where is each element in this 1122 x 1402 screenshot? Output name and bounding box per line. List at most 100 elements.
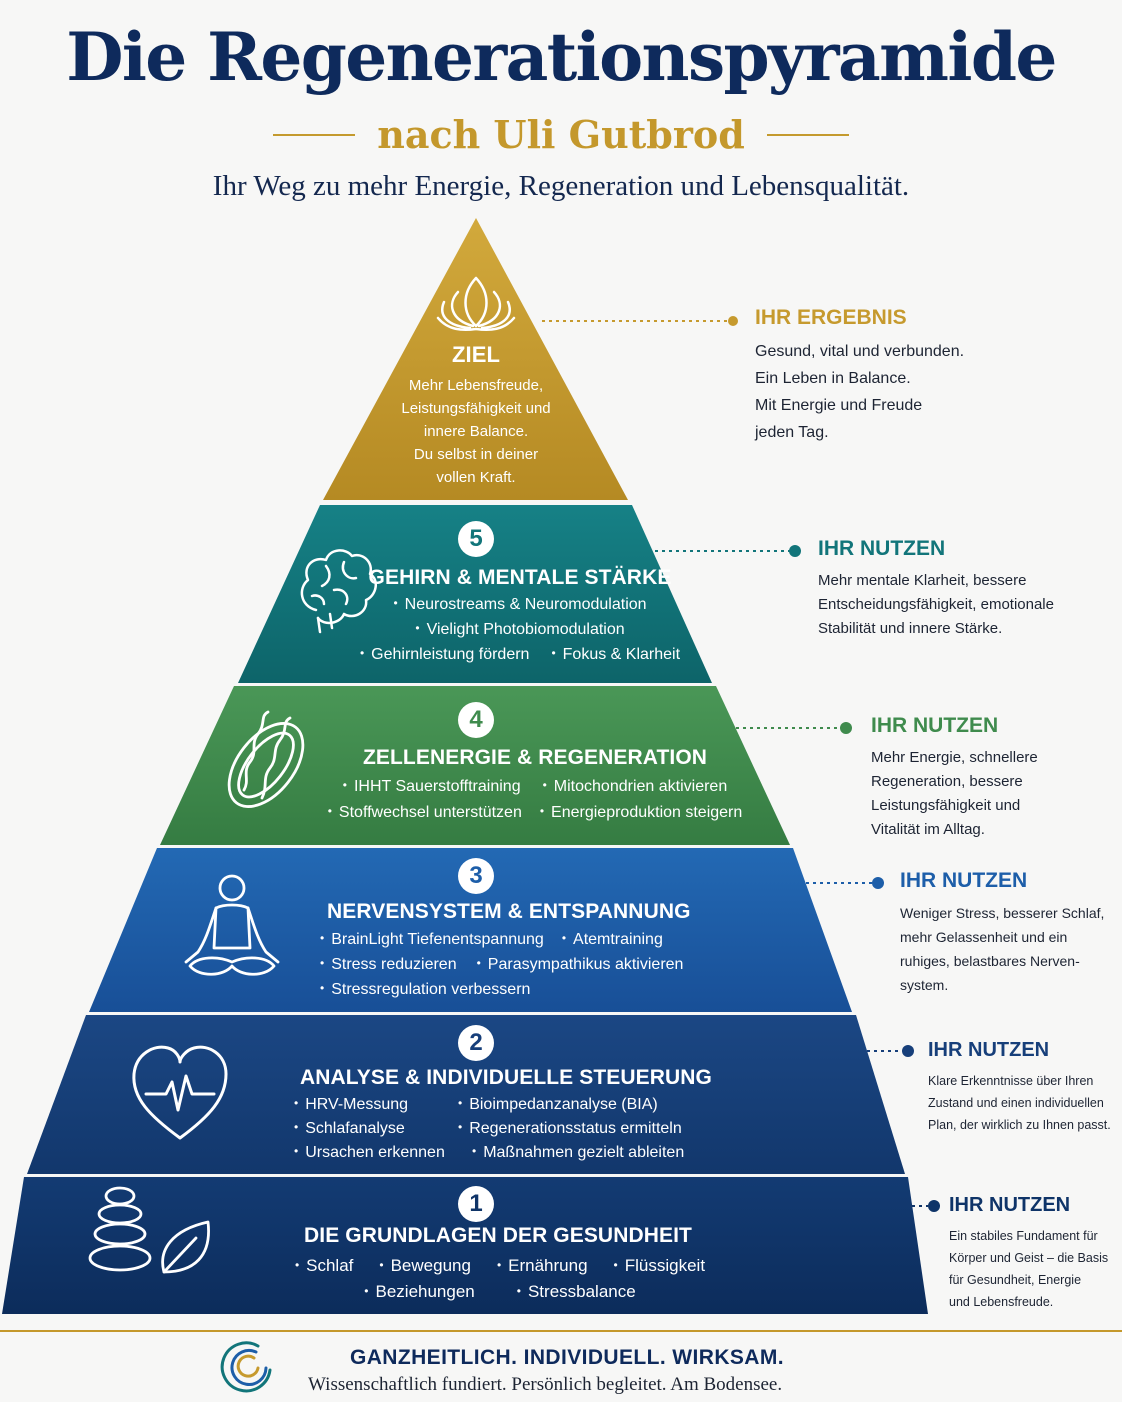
connector-tier-2 [867,1045,914,1057]
tier-3-bullet-row: Stress reduzieren Parasympathikus aktivi… [300,956,700,981]
tier-2-bullet: Ursachen erkennen [294,1144,472,1168]
subtitle: nach Uli Gutbrod [377,112,745,157]
side-benefit-1-line: Ein stabiles Fundament für [949,1229,1098,1243]
side-benefit-3-line: Weniger Stress, besserer Schlaf, [900,905,1105,921]
tier-1-number: 1 [458,1186,494,1222]
mitochondrion-icon [227,710,305,808]
tier-2-bullet: HRV-Messung [294,1096,458,1120]
connector-tier-5 [655,545,801,557]
tier-5-bullet: Gehirnleistung fördern [360,646,529,671]
tier-5-number: 5 [458,521,494,557]
tier-goal-line: vollen Kraft. [436,469,516,486]
circle-logo-icon [220,1341,272,1393]
side-benefit-1-line: und Lebensfreude. [949,1295,1054,1309]
tier-2-bullet: Maßnahmen gezielt ableiten [472,1144,684,1168]
tier-5-bullet: Fokus & Klarheit [551,646,680,671]
side-benefit-2-line: Plan, der wirklich zu Ihnen passt. [928,1118,1111,1132]
side-benefit-3-title: IHR NUTZEN [900,869,1028,892]
tier-4-bullet-row: IHHT Sauerstofftraining Mitochondrien ak… [300,778,770,804]
side-benefit-4-line: Mehr Energie, schnellere [871,749,1038,766]
tier-5-bullet-row: Neurostreams & Neuromodulation [340,596,700,621]
side-benefit-1-line: Körper und Geist – die Basis [949,1251,1109,1265]
side-benefit-1-line: für Gesundheit, Energie [949,1273,1082,1287]
heart-pulse-icon [132,1045,228,1140]
side-benefit-4-title: IHR NUTZEN [871,714,999,737]
side-benefit-4-line: Regeneration, bessere [871,773,1023,790]
side-result-title: IHR ERGEBNIS [755,306,907,329]
side-benefit-4: IHR NUTZEN Mehr Energie, schnellere Rege… [871,714,1038,842]
side-benefit-5: IHR NUTZEN Mehr mentale Klarheit, besser… [818,537,1054,641]
footer-subline: Wissenschaftlich fundiert. Persönlich be… [308,1374,783,1395]
tier-5: GEHIRN & MENTALE STÄRKE Neurostreams & N… [340,566,700,671]
tier-goal-line: innere Balance. [423,423,529,440]
connector-tier-3 [806,877,884,889]
tier-1-bullet-row: Schlaf Bewegung Ernährung Flüssigkeit [260,1256,740,1282]
tier-4-name: ZELLENERGIE & REGENERATION [362,746,708,769]
side-benefit-5-line: Stabilität und innere Stärke. [818,620,1003,637]
tier-goal: ZIEL Mehr Lebensfreude, Leistungsfähigke… [376,342,576,489]
side-benefit-2-line: Zustand und einen individuellen [928,1096,1104,1110]
side-result-line: jeden Tag. [755,424,829,441]
side-benefit-5-title: IHR NUTZEN [818,537,946,560]
tier-1-bullet: Bewegung [379,1256,471,1282]
stones-leaf-icon [88,1186,210,1274]
side-benefit-1-title: IHR NUTZEN [949,1194,1071,1216]
tier-goal-line: Mehr Lebensfreude, [408,377,544,394]
tier-4-bullet: Energieproduktion steigern [540,804,742,830]
tier-3-name: NERVENSYSTEM & ENTSPANNUNG [327,900,691,923]
tier-2-bullet-row: Ursachen erkennen Maßnahmen gezielt able… [290,1144,710,1168]
side-benefit-5-line: Mehr mentale Klarheit, bessere [818,572,1027,589]
tier-3-bullet-row: Stressregulation verbessern [300,981,700,1006]
subtitle-row: nach Uli Gutbrod [0,112,1122,157]
tier-5-bullet-row: Gehirnleistung fördern Fokus & Klarheit [340,646,700,671]
tier-2-bullet: Schlafanalyse [294,1120,458,1144]
tier-1-bullet: Ernährung [497,1256,587,1282]
tier-2-bullet: Regenerationsstatus ermitteln [458,1120,682,1144]
tier-2-bullet-row: Schlafanalyse Regenerationsstatus ermitt… [290,1120,710,1144]
subtitle-rule-left [273,133,356,136]
tier-4-bullet: Mitochondrien aktivieren [543,778,727,804]
tier-5-bullet: Neurostreams & Neuromodulation [393,596,647,621]
side-benefit-2-title: IHR NUTZEN [928,1039,1050,1061]
meditation-icon [184,874,280,976]
tier-3-number: 3 [458,858,494,894]
side-result: IHR ERGEBNIS Gesund, vital und verbunden… [755,306,964,446]
tier-3-bullet: BrainLight Tiefenentspannung [320,931,544,956]
side-result-line: Mit Energie und Freude [755,397,923,414]
side-benefit-3-line: ruhiges, belastbares Nerven- [900,953,1080,969]
page-title: Die Regenerationspyramide [66,18,1057,96]
connector-tier-1 [912,1200,940,1212]
tier-5-bullet-row: Vielight Photobiomodulation [340,621,700,646]
tier-1-name: DIE GRUNDLAGEN DER GESUNDHEIT [304,1224,692,1247]
tier-2-bullet-row: HRV-Messung Bioimpedanzanalyse (BIA) [290,1096,710,1120]
side-benefit-5-line: Entscheidungsfähigkeit, emotionale [818,596,1054,613]
tier-4-bullet-row: Stoffwechsel unterstützen Energieprodukt… [300,804,770,830]
tier-goal-line: Leistungsfähigkeit und [401,400,551,417]
tier-1-bullet: Flüssigkeit [614,1256,705,1282]
tier-2-number: 2 [458,1025,494,1061]
tier-2: ANALYSE & INDIVIDUELLE STEUERUNG HRV-Mes… [290,1066,712,1168]
connector-result [542,316,738,326]
side-benefit-3-line: mehr Gelassenheit und ein [900,929,1068,945]
tier-4-bullet: IHHT Sauerstofftraining [343,778,521,804]
tier-goal-name: ZIEL [451,342,501,367]
tier-3-bullet-row: BrainLight Tiefenentspannung Atemtrainin… [300,931,700,956]
side-result-line: Ein Leben in Balance. [755,370,911,387]
side-benefit-3-line: system. [900,977,949,993]
tier-3-bullet: Stress reduzieren [320,956,456,981]
footer-slogan: GANZHEITLICH. INDIVIDUELL. WIRKSAM. [350,1346,784,1369]
side-benefit-3: IHR NUTZEN Weniger Stress, besserer Schl… [900,869,1104,997]
tier-2-shape [27,1015,905,1174]
side-benefit-1: IHR NUTZEN Ein stabiles Fundament für Kö… [949,1194,1108,1313]
side-benefit-2: IHR NUTZEN Klare Erkenntnisse über Ihren… [928,1039,1111,1136]
tier-4-bullet: Stoffwechsel unterstützen [328,804,522,830]
connector-tier-4 [736,722,852,734]
side-result-line: Gesund, vital und verbunden. [755,343,965,360]
tier-3: NERVENSYSTEM & ENTSPANNUNG BrainLight Ti… [300,900,700,1006]
tier-1: DIE GRUNDLAGEN DER GESUNDHEIT Schlaf Bew… [260,1224,740,1308]
tier-4: ZELLENERGIE & REGENERATION IHHT Sauersto… [300,746,770,830]
tier-3-bullet: Stressregulation verbessern [320,981,530,1006]
footer-divider [0,1330,1122,1332]
lotus-icon [436,276,516,332]
tier-goal-shape [323,218,628,500]
